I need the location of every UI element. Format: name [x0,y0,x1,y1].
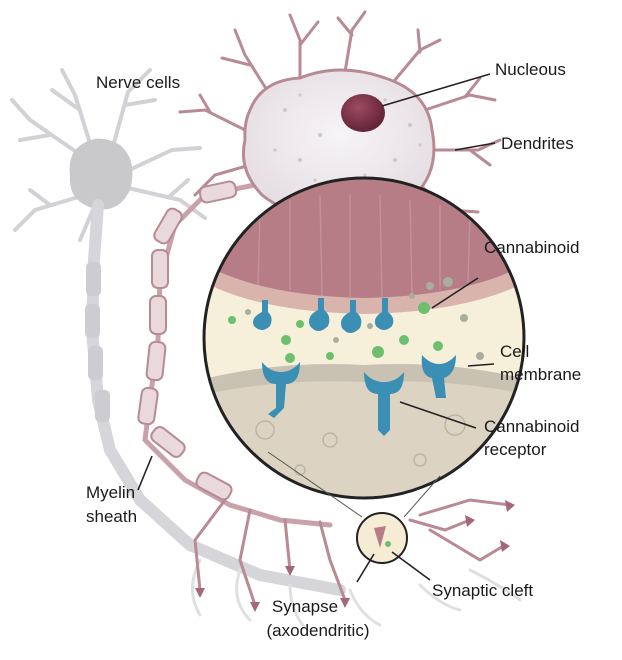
label-cannabinoid-receptor-line1: Cannabinoid [484,417,579,436]
label-cell-membrane-line2: membrane [500,365,581,384]
label-nucleous: Nucleous [495,60,566,79]
label-nerve-cells: Nerve cells [96,73,180,92]
label-cell-membrane-line1: Cell [500,342,529,361]
label-cannabinoid: Cannabinoid [484,238,579,257]
nucleus [341,94,385,132]
synapse-magnified-view [200,175,530,505]
label-synapse-line2: (axodendritic) [267,621,370,640]
label-myelin-sheath-line1: Myelin [86,483,135,502]
synapse-circle [357,513,407,563]
label-myelin-sheath-line2: sheath [86,507,137,526]
label-synapse-line1: Synapse [272,597,338,616]
label-dendrites: Dendrites [501,134,574,153]
label-synaptic-cleft: Synaptic cleft [432,581,533,600]
background-neuron-soma [70,139,133,210]
label-cannabinoid-receptor-line2: receptor [484,440,547,459]
